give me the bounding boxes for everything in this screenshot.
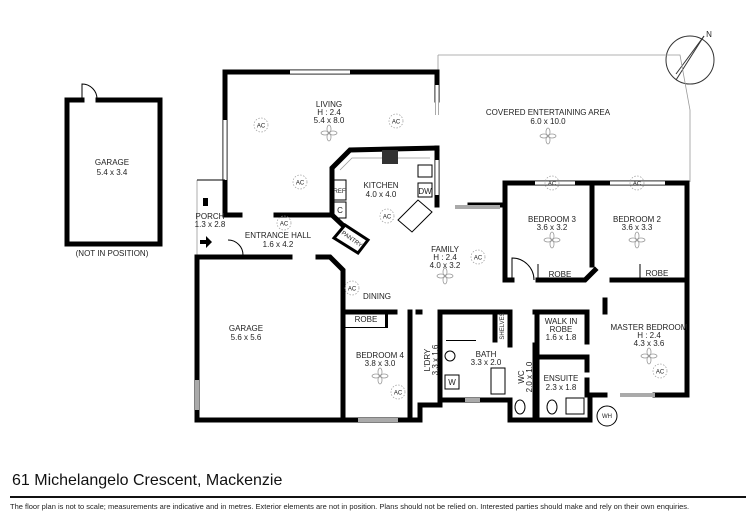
air-conditioner-icon: AC: [253, 117, 269, 133]
walkin-name1: WALK IN: [545, 317, 578, 326]
family-name: FAMILY: [431, 245, 460, 254]
bedroom4-name: BEDROOM 4: [356, 351, 405, 360]
laundry-size: 3.3 x 1.6: [431, 344, 440, 375]
ac-label: AC: [348, 287, 357, 293]
family-height: H : 2.4: [433, 253, 457, 262]
ensuite-name: ENSUITE: [544, 374, 579, 383]
divider: [10, 496, 746, 498]
fridge-label: REF.: [333, 189, 346, 195]
bedroom2-name: BEDROOM 2: [613, 215, 662, 224]
ceiling-fan-icon: [371, 367, 389, 385]
entrance-name: ENTRANCE HALL: [245, 231, 312, 240]
ac-label: AC: [257, 124, 266, 130]
walkin-size: 1.6 x 1.8: [546, 333, 577, 342]
ac-label: AC: [633, 182, 642, 188]
ac-label: AC: [383, 215, 392, 221]
air-conditioner-icon: AC: [379, 208, 395, 224]
air-conditioner-icon: AC: [470, 249, 486, 265]
garage-size: 5.6 x 5.6: [231, 333, 262, 342]
property-address: 61 Michelangelo Crescent, Mackenzie: [12, 472, 283, 489]
living-name: LIVING: [316, 100, 342, 109]
garage-detached-note: (NOT IN POSITION): [76, 249, 149, 258]
disclaimer: The floor plan is not to scale; measurem…: [10, 502, 690, 511]
garage-name: GARAGE: [229, 324, 263, 333]
air-conditioner-icon: AC: [276, 215, 292, 231]
ceiling-fan-icon: [320, 124, 338, 142]
kitchen-size: 4.0 x 4.0: [366, 190, 397, 199]
cupboard-label: C: [337, 206, 343, 215]
bath-size: 3.3 x 2.0: [471, 358, 502, 367]
porch-size: 1.3 x 2.8: [195, 220, 226, 229]
master-size: 4.3 x 3.6: [634, 339, 665, 348]
ac-label: AC: [296, 181, 305, 187]
ensuite-size: 2.3 x 1.8: [546, 383, 577, 392]
bedroom4-robe: ROBE: [355, 315, 378, 324]
detached-garage: [64, 83, 163, 247]
master-height: H : 2.4: [637, 331, 661, 340]
master-name: MASTER BEDROOM: [611, 323, 688, 332]
ceiling-fan-icon: [539, 127, 557, 145]
bedroom4-size: 3.8 x 3.0: [365, 359, 396, 368]
dining-name: DINING: [363, 292, 391, 301]
compass-north-label: N: [706, 30, 712, 39]
ceiling-fan-icon: [543, 231, 561, 249]
air-conditioner-icon: AC: [652, 363, 668, 379]
garage-detached-name: GARAGE: [95, 158, 129, 167]
water-heater-icon: [596, 405, 618, 427]
air-conditioner-icon: AC: [292, 174, 308, 190]
living-height: H : 2.4: [317, 108, 341, 117]
ac-label: AC: [474, 256, 483, 262]
entry-arrow-icon: [200, 236, 212, 248]
ac-label: AC: [656, 370, 665, 376]
bedroom3-size: 3.6 x 3.2: [537, 223, 568, 232]
family-size: 4.0 x 3.2: [430, 261, 461, 270]
ac-label: AC: [394, 391, 403, 397]
air-conditioner-icon: AC: [390, 384, 406, 400]
entrance-size: 1.6 x 4.2: [263, 240, 294, 249]
bedroom3-name: BEDROOM 3: [528, 215, 577, 224]
covered-size: 6.0 x 10.0: [530, 117, 566, 126]
air-conditioner-icon: AC: [629, 175, 645, 191]
bath-name: BATH: [476, 350, 497, 359]
covered-name: COVERED ENTERTAINING AREA: [486, 108, 611, 117]
garage-detached-size: 5.4 x 3.4: [97, 168, 128, 177]
kitchen-name: KITCHEN: [363, 181, 398, 190]
covered-area-outline: [438, 54, 691, 182]
ac-label: AC: [280, 222, 289, 228]
washer-label: W: [448, 378, 456, 387]
bedroom3-robe: ROBE: [549, 270, 572, 279]
wc-size: 2.0 x 1.0: [525, 361, 534, 392]
living-size: 5.4 x 8.0: [314, 116, 345, 125]
ac-label: AC: [548, 182, 557, 188]
air-conditioner-icon: AC: [388, 113, 404, 129]
dishwasher-label: DW: [418, 187, 432, 196]
walkin-name2: ROBE: [550, 325, 573, 334]
air-conditioner-icon: AC: [544, 175, 560, 191]
laundry-name: L'DRY: [423, 348, 432, 371]
ceiling-fan-icon: [640, 347, 658, 365]
air-conditioner-icon: AC: [344, 280, 360, 296]
ceiling-fan-icon: [628, 231, 646, 249]
ac-label: AC: [392, 120, 401, 126]
bedroom2-robe: ROBE: [646, 269, 669, 278]
floor-plan: N: [64, 30, 715, 427]
compass-icon: N: [665, 30, 715, 85]
shelves-label: SHELVES: [500, 312, 506, 339]
ceiling-fan-icon: [436, 267, 454, 285]
water-heater-label: WH: [602, 414, 612, 420]
porch-name: PORCH: [196, 212, 225, 221]
wc-name: WC: [517, 370, 526, 384]
bedroom2-size: 3.6 x 3.3: [622, 223, 653, 232]
